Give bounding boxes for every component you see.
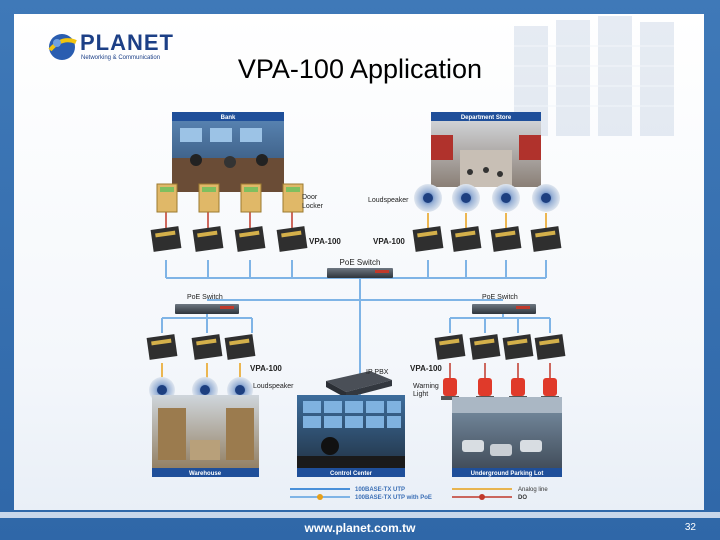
- loudspeaker-icon: [452, 184, 480, 212]
- warning-light-label-1: Warning: [413, 383, 439, 390]
- legend-analog-label: Analog line: [518, 487, 548, 493]
- footer: www.planet.com.tw 32: [0, 518, 720, 540]
- vpa-100-device: [234, 226, 266, 252]
- vpa-100-device: [192, 226, 224, 252]
- ip-pbx-label: IP PBX: [366, 369, 389, 376]
- logo-tagline: Networking & Communication: [81, 55, 161, 61]
- vpa-100-device: [534, 334, 566, 360]
- analog-links: [161, 213, 547, 378]
- logo-brand: PLANET: [80, 30, 174, 55]
- bank-label: Bank: [221, 115, 236, 121]
- vpa-100-device: [276, 226, 308, 252]
- vpa-100-device: [150, 226, 182, 252]
- warning-light-label-2: Light: [413, 391, 428, 398]
- legend: 100BASE-TX UTP 100BASE-TX UTP with PoE A…: [290, 487, 548, 501]
- vpa-100-device: [146, 334, 178, 360]
- poe-switch-center-label: PoE Switch: [340, 258, 381, 267]
- warning-light-icon: [441, 378, 459, 400]
- vpa-devices-bottom-left: [146, 334, 256, 360]
- vpa-100-device: [490, 226, 522, 252]
- legend-utp-label: 100BASE-TX UTP: [355, 487, 405, 493]
- vpa-right-label: VPA-100: [373, 237, 405, 246]
- legend-utp-poe-label: 100BASE-TX UTP with PoE: [355, 495, 432, 501]
- vpa-100-device: [224, 334, 256, 360]
- vpa-100-device: [450, 226, 482, 252]
- parking-photo: Underground Parking Lot: [452, 397, 562, 477]
- vpa-devices-bottom-right: [434, 334, 566, 360]
- vpa-bottom-right-label: VPA-100: [410, 364, 442, 373]
- door-locker: [198, 183, 220, 213]
- bank-photo: Bank: [172, 112, 284, 192]
- loudspeaker-bottom-label: Loudspeaker: [253, 383, 294, 390]
- warehouse-photo: Warehouse: [152, 395, 259, 477]
- door-locker: [282, 183, 304, 213]
- warning-light-icon: [541, 378, 559, 400]
- slide-title: VPA-100 Application: [237, 54, 483, 84]
- vpa-100-device: [469, 334, 501, 360]
- footer-url: www.planet.com.tw: [304, 521, 416, 535]
- poe-switch-left-label: PoE Switch: [187, 294, 223, 301]
- server-rack-decoration: [514, 16, 674, 136]
- poe-switch-center: [327, 268, 393, 278]
- vpa-100-device: [530, 226, 562, 252]
- legend-do-label: DO: [518, 495, 527, 501]
- warning-light-icon: [509, 378, 527, 400]
- footer-divider: [0, 512, 720, 518]
- vpa-bottom-left-label: VPA-100: [250, 364, 282, 373]
- control-center-photo: Control Center: [297, 395, 405, 477]
- top-loudspeakers: [414, 184, 560, 212]
- planet-logo: PLANET Networking & Communication: [46, 30, 176, 66]
- door-locker-label-2: Locker: [302, 203, 324, 210]
- vpa-100-device: [191, 334, 223, 360]
- poe-switch-left: [175, 304, 239, 314]
- department-store-label: Department Store: [461, 115, 512, 121]
- door-locker-label-1: Door: [302, 194, 318, 201]
- poe-switch-right-label: PoE Switch: [482, 294, 518, 301]
- warning-lights: [441, 378, 559, 400]
- door-locker-devices: [156, 183, 304, 213]
- department-store-photo: Department Store: [431, 112, 541, 187]
- control-center-label: Control Center: [330, 471, 373, 477]
- poe-switch-right: [472, 304, 536, 314]
- vpa-100-device: [502, 334, 534, 360]
- vpa-left-label: VPA-100: [309, 237, 341, 246]
- loudspeaker-icon: [492, 184, 520, 212]
- do-links: [165, 212, 551, 378]
- warning-light-icon: [476, 378, 494, 400]
- door-locker: [156, 183, 178, 213]
- door-locker: [240, 183, 262, 213]
- vpa-devices-top: [150, 226, 562, 252]
- vpa-100-device: [412, 226, 444, 252]
- warehouse-label: Warehouse: [189, 471, 222, 477]
- planet-globe-icon: [48, 34, 77, 60]
- page-number: 32: [684, 522, 696, 533]
- ip-pbx-device: [326, 371, 392, 398]
- loudspeaker-icon: [532, 184, 560, 212]
- parking-label: Underground Parking Lot: [471, 471, 544, 477]
- loudspeaker-icon: [414, 184, 442, 212]
- loudspeaker-top-label: Loudspeaker: [368, 197, 409, 204]
- vpa-100-device: [434, 334, 466, 360]
